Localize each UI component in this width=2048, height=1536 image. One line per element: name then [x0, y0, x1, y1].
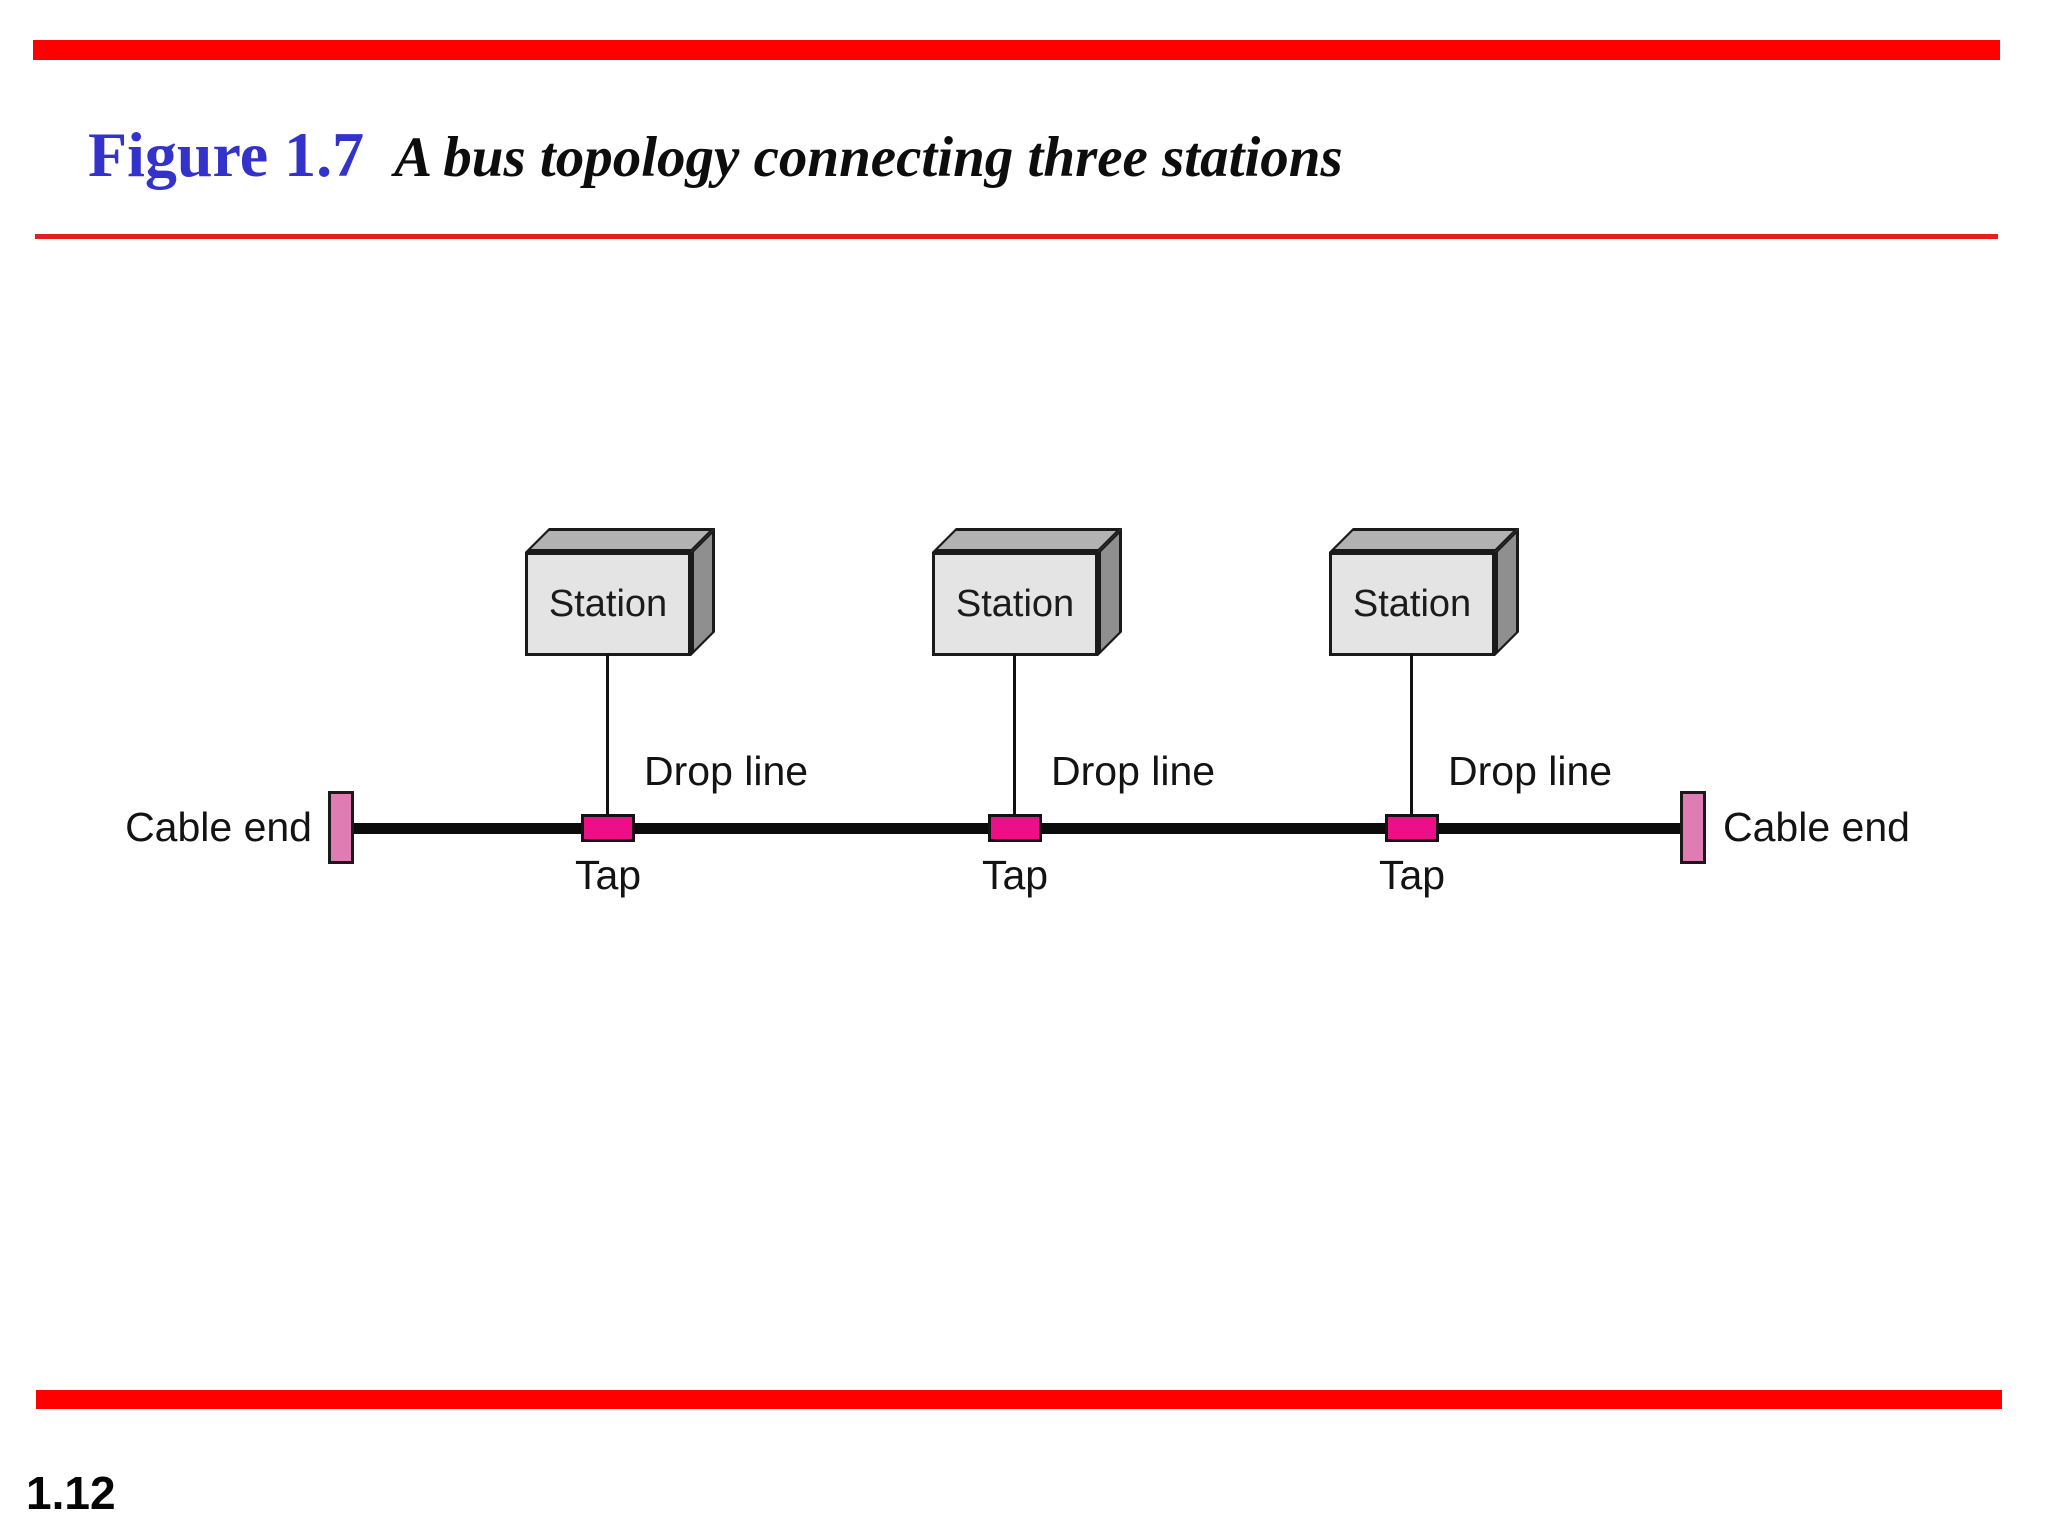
drop-line-label-3: Drop line: [1448, 748, 1613, 794]
cable-end-label-left: Cable end: [125, 804, 312, 850]
bottom-red-bar: [36, 1390, 2002, 1409]
station-box-top-face: [932, 528, 1122, 552]
tap-connector-1: [581, 814, 635, 842]
station-box-side-face: [1495, 528, 1519, 656]
figure-title: Figure 1.7 A bus topology connecting thr…: [88, 118, 1888, 192]
station-box-side-face: [691, 528, 715, 656]
drop-line-1: [606, 654, 609, 816]
tap-label-3: Tap: [1378, 852, 1446, 898]
header-divider-line: [35, 234, 1998, 239]
station-box-front-face: Station: [1329, 552, 1495, 656]
station-box-1: Station: [525, 528, 715, 656]
cable-end-terminator-left: [328, 791, 354, 864]
station-label: Station: [1352, 582, 1472, 625]
tap-connector-2: [988, 814, 1042, 842]
station-box-top-face: [1329, 528, 1519, 552]
drop-line-2: [1013, 654, 1016, 816]
station-box-3: Station: [1329, 528, 1519, 656]
page-number: 1.12: [26, 1467, 116, 1519]
top-red-bar: [33, 40, 2000, 60]
station-label: Station: [955, 582, 1075, 625]
cable-end-label-right: Cable end: [1723, 804, 1910, 850]
station-label: Station: [548, 582, 668, 625]
drop-line-label-2: Drop line: [1051, 748, 1216, 794]
tap-label-2: Tap: [981, 852, 1049, 898]
figure-number-label: Figure 1.7: [88, 119, 365, 190]
station-box-top-face: [525, 528, 715, 552]
cable-end-terminator-right: [1680, 791, 1706, 864]
station-box-front-face: Station: [525, 552, 691, 656]
tap-connector-3: [1385, 814, 1439, 842]
station-box-2: Station: [932, 528, 1122, 656]
drop-line-label-1: Drop line: [644, 748, 809, 794]
figure-caption: A bus topology connecting three stations: [394, 126, 1343, 189]
drop-line-3: [1410, 654, 1413, 816]
tap-label-1: Tap: [574, 852, 642, 898]
station-box-side-face: [1098, 528, 1122, 656]
station-box-front-face: Station: [932, 552, 1098, 656]
